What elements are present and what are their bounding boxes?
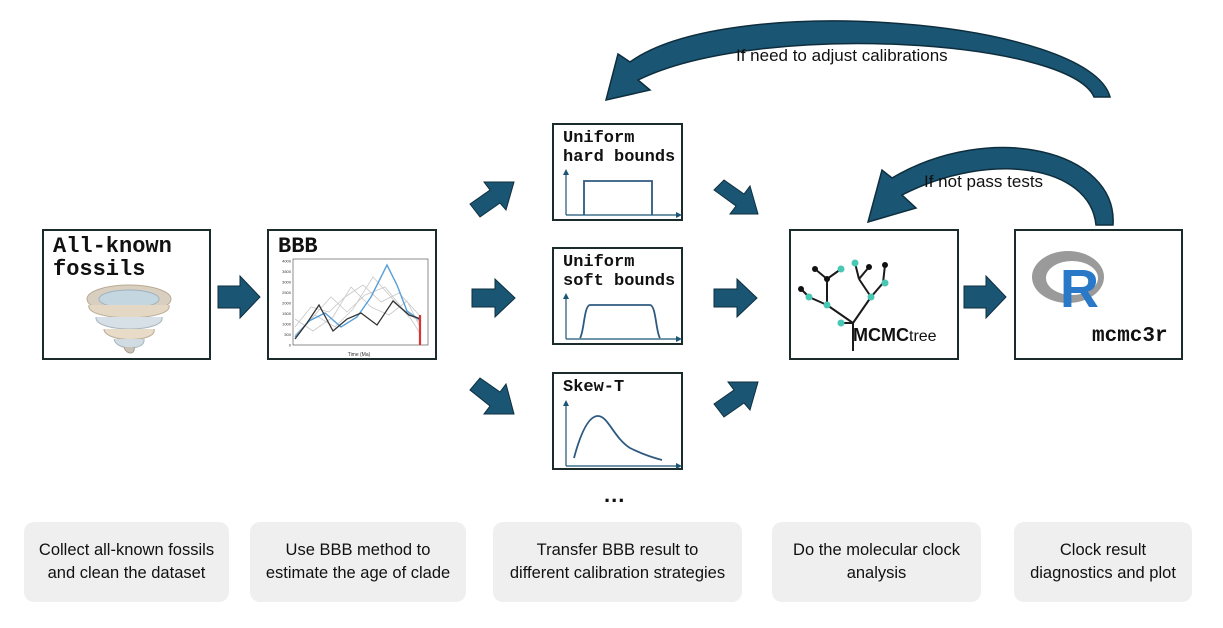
caption-collect-fossils-text: Collect all-known fossils and clean the … (38, 541, 215, 582)
skew-t-box: Skew-T (552, 372, 683, 470)
tree-icon (798, 259, 889, 351)
caption-calibration-strategies-text: Transfer BBB result to different calibra… (509, 541, 726, 582)
mcmc3r-box: R mcmc3r (1014, 229, 1183, 360)
uniform-hard-title: Uniform hard bounds (563, 129, 676, 167)
bbb-mini-chart-ytick: 4000 (282, 259, 292, 264)
uniform-soft-title: Uniform soft bounds (563, 253, 676, 291)
bbb-mini-chart-ytick: 1500 (282, 311, 292, 316)
loop-arrow-not-pass (866, 146, 1114, 226)
caption-molecular-clock: Do the molecular clock analysis (772, 522, 981, 602)
uniform-hard-plot (563, 169, 682, 218)
bbb-box: BBB Time (Ma) 4000 3500 3000 2500 2000 1500 10… (267, 229, 437, 360)
fossils-box: All-known fossils (42, 229, 211, 360)
arrow-bbb-to-soft (471, 277, 516, 319)
uniform-soft-box: Uniform soft bounds (552, 247, 683, 345)
fossils-title: All-known fossils (53, 234, 172, 282)
mcmctree-wordmark-light: tree (909, 328, 937, 345)
bbb-mini-chart-xlabel: Time (Ma) (348, 352, 371, 358)
bbb-mini-chart-ytick: 500 (284, 332, 291, 337)
uniform-hard-box: Uniform hard bounds (552, 123, 683, 221)
loop-label-not-pass: If not pass tests (924, 172, 1044, 191)
loop-label-adjust: If need to adjust calibrations (736, 46, 948, 65)
arrow-hard-to-mcmctree (713, 179, 759, 215)
bbb-mini-chart: Time (Ma) 4000 3500 3000 2500 2000 1500 1000 50… (282, 259, 429, 358)
caption-collect-fossils: Collect all-known fossils and clean the … (24, 522, 229, 602)
bbb-mini-chart-ytick: 0 (289, 343, 292, 348)
arrow-bbb-to-hard (469, 181, 515, 218)
arrow-mcmctree-to-mcmc3r (963, 274, 1007, 320)
caption-bbb-method: Use BBB method to estimate the age of cl… (250, 522, 466, 602)
spiral-geologic-time-icon (86, 284, 172, 354)
caption-calibration-strategies: Transfer BBB result to different calibra… (493, 522, 742, 602)
bbb-mini-chart-ytick: 2500 (282, 290, 292, 295)
skew-t-plot (563, 400, 682, 469)
uniform-soft-plot (563, 293, 682, 342)
caption-diagnostics: Clock result diagnostics and plot (1014, 522, 1192, 602)
caption-bbb-method-text: Use BBB method to estimate the age of cl… (265, 541, 451, 582)
mcmctree-wordmark-bold: MCMC (853, 325, 909, 345)
mcmctree-box: MCMCtree (789, 229, 959, 360)
bbb-title: BBB (278, 234, 318, 259)
r-logo-letter: R (1060, 259, 1099, 319)
more-strategies-indicator: ... (604, 482, 626, 507)
bbb-mini-chart-ytick: 3000 (282, 280, 292, 285)
arrow-skew-to-mcmctree (713, 381, 759, 418)
arrow-soft-to-mcmctree (713, 277, 758, 319)
skew-t-title: Skew-T (563, 378, 625, 397)
caption-diagnostics-text: Clock result diagnostics and plot (1030, 541, 1176, 582)
mcmc3r-label: mcmc3r (1092, 325, 1168, 348)
arrow-fossils-to-bbb (217, 274, 261, 320)
caption-molecular-clock-text: Do the molecular clock analysis (793, 541, 960, 582)
mcmctree-wordmark: MCMCtree (853, 325, 937, 346)
arrow-bbb-to-skew (469, 377, 515, 415)
r-logo-icon: R (1032, 251, 1104, 319)
bbb-mini-chart-ytick: 1000 (282, 322, 292, 327)
bbb-mini-chart-ytick: 3500 (282, 269, 292, 274)
bbb-mini-chart-ytick: 2000 (282, 301, 292, 306)
